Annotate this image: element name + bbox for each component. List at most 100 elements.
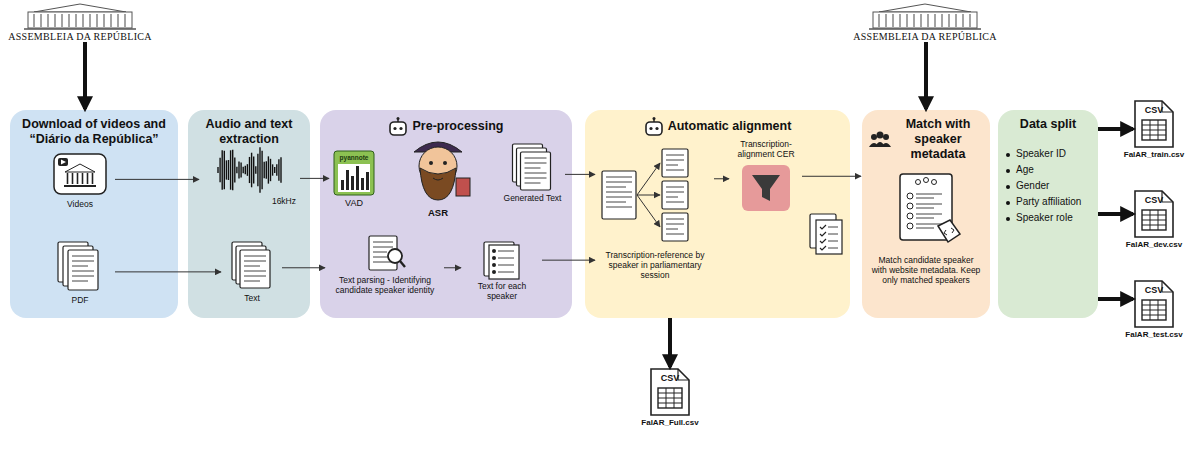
- page-line: [244, 281, 260, 282]
- attribute-name: Age: [1016, 164, 1034, 176]
- process-item: PDF: [45, 240, 115, 306]
- pages-icon: [500, 142, 565, 192]
- page-line: [666, 160, 684, 161]
- magnifier-handle: [400, 261, 405, 267]
- table-row: [1142, 305, 1166, 306]
- robot-head: [390, 122, 406, 135]
- csv-file: CSVFalAR_Full.csv: [632, 368, 708, 427]
- robot-eye: [655, 127, 658, 130]
- table-row: [1142, 135, 1166, 136]
- wave-bar: [228, 160, 229, 180]
- building-column: [40, 14, 41, 27]
- stage-title: Audio and text extraction: [196, 117, 302, 147]
- person-dot: [492, 270, 496, 274]
- wave-bar: [219, 158, 220, 183]
- process-item: Text for each speaker: [462, 240, 542, 302]
- table-col: [1158, 210, 1159, 230]
- funnel: [752, 175, 780, 201]
- stage-panel: Download of videos and “Diário da Repúbl…: [10, 110, 178, 318]
- page: [816, 220, 842, 254]
- asr-icon: [388, 134, 488, 206]
- csv-file: CSVFalAR_train.csv: [1116, 100, 1192, 159]
- stage-panel: Pre-processingpyannoteVADASRGenerated Te…: [320, 110, 572, 318]
- checked-docs: [808, 212, 848, 258]
- building-body: [873, 12, 977, 28]
- align-icon: [596, 145, 714, 249]
- building-column: [92, 173, 94, 184]
- page-line: [606, 197, 632, 198]
- building-column: [68, 14, 69, 27]
- table-col: [1150, 210, 1151, 230]
- split-arrow: [637, 195, 660, 196]
- wave-bar: [249, 157, 250, 183]
- page-line: [244, 266, 260, 267]
- wave-bar: [253, 156, 254, 183]
- person-dot: [907, 223, 913, 229]
- robot-eye: [400, 127, 403, 130]
- eye: [443, 161, 447, 165]
- attribute-name: Party affiliation: [1016, 196, 1081, 208]
- csv-page: [651, 369, 689, 415]
- people-icon: [870, 130, 890, 149]
- table-col: [1150, 300, 1151, 320]
- table-col: [674, 388, 675, 408]
- building-column: [77, 173, 79, 184]
- row-line: [916, 224, 942, 225]
- csv-page: [1135, 281, 1173, 327]
- table-row: [1142, 225, 1166, 226]
- person-body: [875, 142, 885, 147]
- logo-icon: [850, 2, 1000, 31]
- stage-panel: Data splitSpeaker IDAgeGenderParty affil…: [998, 110, 1098, 318]
- person-dot: [492, 249, 496, 253]
- csv-holder: CSV: [1134, 100, 1174, 148]
- building-column: [67, 173, 69, 184]
- building-column: [906, 14, 907, 27]
- table-row: [658, 393, 682, 394]
- connector-arrow: [565, 174, 595, 175]
- connector-arrow: [115, 179, 199, 180]
- csv-table: [1142, 210, 1166, 230]
- flow-arrow: [1098, 297, 1133, 301]
- wave-bar: [264, 162, 265, 179]
- person-dot: [907, 213, 913, 219]
- page-line: [666, 234, 684, 235]
- wave-bar: [240, 162, 241, 177]
- person-dot: [907, 193, 913, 199]
- robot-head: [646, 122, 662, 135]
- mouth: [433, 178, 443, 180]
- building-column: [75, 14, 76, 27]
- page-line: [666, 165, 678, 166]
- file-type: CSV: [1134, 105, 1174, 115]
- building-column: [33, 14, 34, 27]
- person-head: [924, 178, 929, 183]
- stage-title: Automatic alignment: [668, 119, 792, 134]
- building-base: [24, 28, 136, 30]
- connector-arrow: [444, 267, 461, 268]
- table-col: [1150, 120, 1151, 140]
- check-mark: [820, 246, 826, 250]
- stage-title: Download of videos and “Diário da Repúbl…: [18, 117, 170, 147]
- wave-bar: [259, 147, 260, 192]
- page-line: [525, 158, 547, 159]
- filter-icon: [730, 163, 802, 213]
- page-line: [373, 242, 393, 243]
- page-line: [606, 207, 632, 208]
- csv-holder: CSV: [1134, 280, 1174, 328]
- row-line: [828, 227, 838, 228]
- table-row: [658, 403, 682, 404]
- building-column: [96, 14, 97, 27]
- wave-bar: [261, 151, 262, 189]
- process-item: Transcription-reference by speaker in pa…: [596, 145, 714, 280]
- wave-bar: [276, 164, 277, 175]
- page-line: [72, 266, 88, 267]
- wave-bar: [270, 159, 271, 181]
- page-line: [244, 276, 266, 277]
- building-column: [82, 173, 84, 184]
- tag-code: [944, 228, 954, 235]
- step-label: Videos: [67, 200, 93, 210]
- step-label: Transcription-reference by speaker in pa…: [596, 251, 714, 280]
- table-row: [658, 398, 682, 399]
- csv-table: [1142, 120, 1166, 140]
- process-item: Generated Text: [500, 142, 565, 204]
- page-line: [606, 177, 632, 178]
